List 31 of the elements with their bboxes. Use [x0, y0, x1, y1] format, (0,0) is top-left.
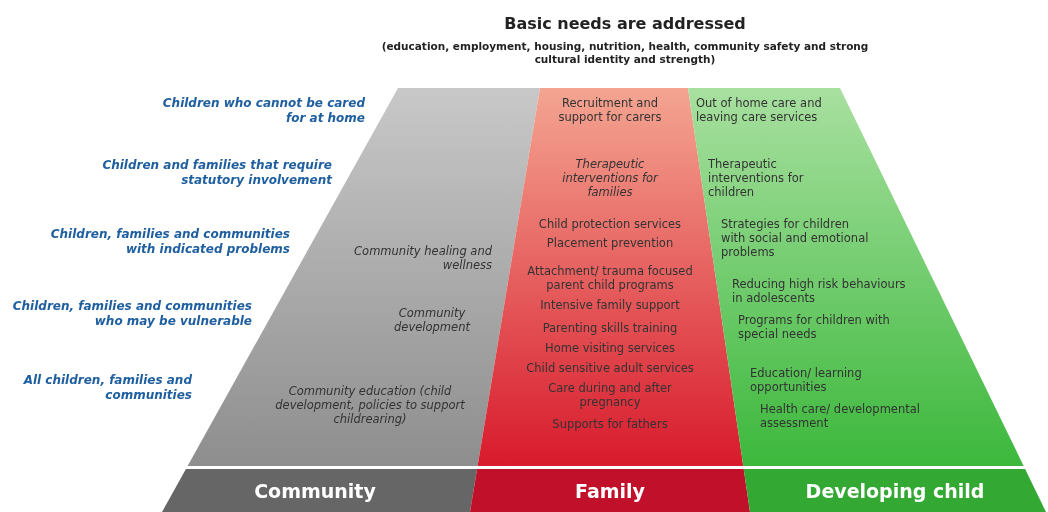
column-heading: Developing child: [804, 480, 986, 502]
service-text: Attachment/ trauma focused parent child programs: [526, 264, 694, 292]
tier-label: All children, families and communities: [22, 373, 192, 403]
service-text: Recruitment and support for carers: [557, 96, 663, 124]
title: Basic needs are addressed: [503, 14, 747, 33]
service-text: Education/ learning opportunities: [750, 366, 863, 394]
service-text: Child sensitive adult services: [525, 361, 695, 375]
service-text: Community development: [393, 306, 472, 334]
service-text: Intensive family support: [539, 298, 681, 312]
service-text: Parenting skills training: [541, 321, 679, 335]
service-text: Strategies for children with social and emotional problems: [721, 217, 870, 259]
service-text: Care during and after pregnancy: [547, 381, 673, 409]
service-text: Health care/ developmental assessment: [760, 402, 921, 430]
service-text: Out of home care and leaving care services: [696, 96, 823, 124]
tier-label: Children, families and communities who may be vulnerable: [11, 299, 252, 329]
service-text: Therapeutic interventions for children: [708, 157, 805, 199]
service-text: Therapeutic interventions for families: [561, 157, 660, 199]
service-text: Placement prevention: [545, 236, 675, 250]
tier-label: Children, families and communities with indicated problems: [49, 227, 290, 257]
tier-label: Children who cannot be cared for at home: [161, 96, 365, 126]
service-text: Reducing high risk behaviours in adolescents: [732, 277, 907, 305]
service-text: Community healing and wellness: [353, 244, 492, 272]
service-text: Home visiting services: [544, 341, 676, 355]
service-text: Programs for children with special needs: [738, 313, 891, 341]
subtitle: (education, employment, housing, nutrition, health, community safety and strong cultural identity and strength): [380, 40, 870, 66]
service-text: Child protection services: [537, 217, 683, 231]
service-text: Community education (child development, policies to support childrearing): [274, 384, 466, 426]
service-text: Supports for fathers: [551, 417, 669, 431]
tier-label: Children and families that require statutory involvement: [101, 158, 332, 188]
column-heading: Family: [574, 480, 646, 502]
column-heading: Community: [253, 480, 377, 502]
